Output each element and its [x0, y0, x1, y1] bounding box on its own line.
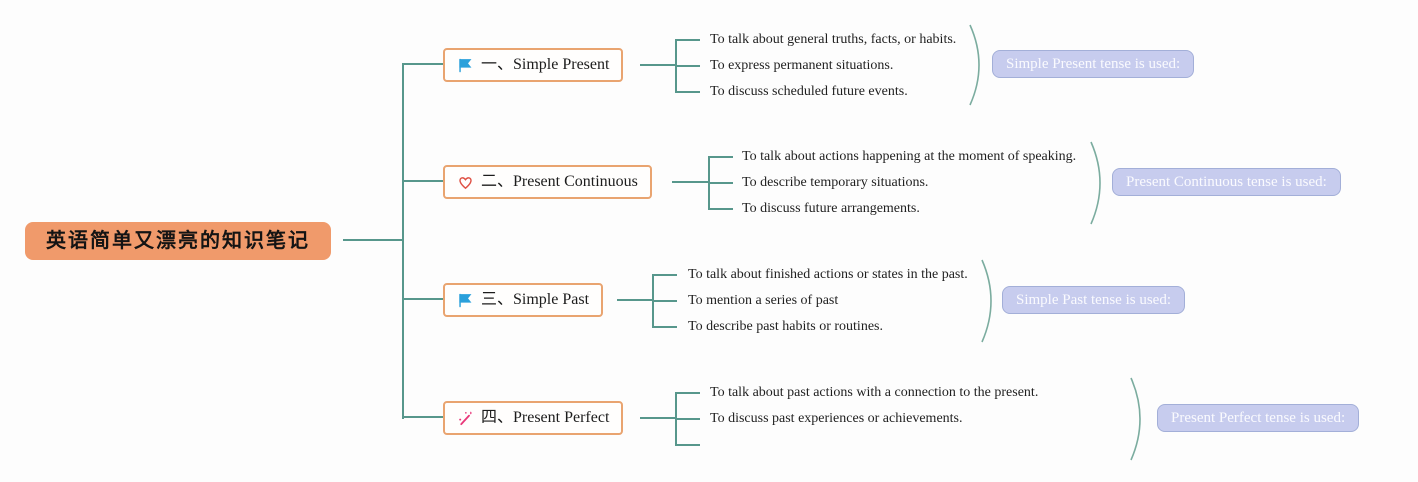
- branch-item[interactable]: To talk about actions happening at the m…: [742, 149, 1077, 164]
- branch-item[interactable]: To describe temporary situations.: [742, 175, 929, 190]
- curly-bracket: [1130, 377, 1141, 461]
- curly-bracket: [981, 259, 992, 343]
- root-node[interactable]: 英语简单又漂亮的知识笔记: [25, 222, 331, 260]
- connector-line: [652, 300, 677, 302]
- summary-box-simple-past[interactable]: Simple Past tense is used:: [1002, 286, 1185, 314]
- trunk-line: [402, 64, 404, 419]
- branch-node-present-perfect[interactable]: 四、Present Perfect: [443, 401, 624, 435]
- connector-line: [652, 326, 677, 328]
- branch-item[interactable]: To discuss future arrangements.: [742, 201, 920, 216]
- branch-node-simple-present[interactable]: 一、Simple Present: [443, 48, 624, 82]
- branch-item[interactable]: To describe past habits or routines.: [688, 319, 883, 334]
- branch-item[interactable]: To express permanent situations.: [710, 58, 894, 73]
- branch-item[interactable]: To talk about finished actions or states…: [688, 267, 968, 282]
- connector-line: [640, 417, 677, 419]
- connector-line: [652, 274, 677, 276]
- connector-line: [672, 181, 710, 183]
- connector-line: [675, 91, 700, 93]
- wand-icon: [457, 410, 474, 427]
- curly-bracket: [1090, 141, 1101, 225]
- flag-icon: [457, 57, 474, 74]
- summary-box-present-continuous[interactable]: Present Continuous tense is used:: [1112, 168, 1341, 196]
- connector-line: [675, 65, 700, 67]
- connector-line: [708, 156, 733, 158]
- curly-bracket: [969, 24, 980, 106]
- branch-item[interactable]: To discuss past experiences or achieveme…: [710, 411, 963, 426]
- summary-box-present-perfect[interactable]: Present Perfect tense is used:: [1157, 404, 1360, 432]
- flag-icon: [457, 292, 474, 309]
- connector-line: [402, 180, 443, 182]
- branch-label: 四、Present Perfect: [481, 409, 610, 426]
- heart-icon: [457, 174, 474, 191]
- connector-line: [640, 64, 677, 66]
- branch-item[interactable]: To discuss scheduled future events.: [710, 84, 908, 99]
- branch-label: 一、Simple Present: [481, 56, 610, 73]
- branch-node-simple-past[interactable]: 三、Simple Past: [443, 283, 604, 317]
- branch-item[interactable]: To mention a series of past: [688, 293, 839, 308]
- connector-line: [675, 418, 700, 420]
- branch-item[interactable]: To talk about past actions with a connec…: [710, 385, 1039, 400]
- connector-line: [402, 63, 443, 65]
- connector-line: [675, 39, 700, 41]
- connector-line: [402, 416, 443, 418]
- branch-label: 三、Simple Past: [481, 291, 590, 308]
- connector-line: [708, 182, 733, 184]
- connector-line: [402, 298, 443, 300]
- connector-line: [343, 239, 403, 241]
- connector-line: [675, 392, 700, 394]
- branch-node-present-continuous[interactable]: 二、Present Continuous: [443, 165, 652, 199]
- branch-item[interactable]: To talk about general truths, facts, or …: [710, 32, 957, 47]
- connector-line: [617, 299, 654, 301]
- summary-box-simple-present[interactable]: Simple Present tense is used:: [992, 50, 1195, 78]
- branch-label: 二、Present Continuous: [481, 173, 638, 190]
- connector-line: [675, 444, 700, 446]
- connector-line: [708, 208, 733, 210]
